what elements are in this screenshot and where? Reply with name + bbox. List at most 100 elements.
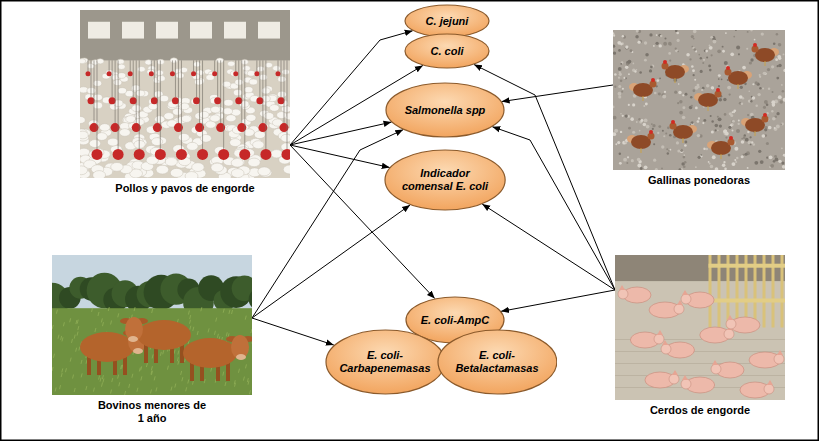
grass-blade [235, 383, 236, 387]
chicken [227, 61, 235, 66]
gravel-stone [633, 63, 635, 65]
grass-blade [111, 390, 112, 394]
pig-ear [657, 330, 663, 335]
gravel-stone [650, 66, 653, 69]
red-feeder [256, 97, 263, 104]
gravel-stone [752, 96, 755, 99]
grass-blade [61, 373, 62, 377]
gravel-stone [640, 119, 643, 122]
red-feeder [155, 149, 166, 160]
chicken [249, 79, 257, 85]
gravel-stone [736, 157, 738, 159]
gravel-stone [778, 95, 782, 99]
chicken [244, 87, 253, 93]
gravel-stone [754, 39, 756, 41]
ellipse-outline [405, 34, 489, 68]
gravel-stone [644, 59, 647, 62]
grass-blade [78, 326, 79, 330]
arrow-connector [252, 318, 334, 345]
gravel-stone [774, 127, 776, 129]
gravel-stone [677, 102, 679, 104]
gravel-stone [624, 77, 626, 79]
gravel-stone [626, 162, 628, 164]
ellipse-label-wrap: E. coli-Betalactamasas [447, 349, 547, 375]
gravel-stone [749, 136, 751, 138]
grass-blade [151, 370, 152, 374]
gravel-stone [778, 43, 781, 46]
gravel-stone [766, 142, 769, 145]
gravel-stone [697, 120, 700, 123]
gravel-stone [717, 49, 721, 53]
grass-blade [177, 357, 178, 361]
gravel-stone [620, 43, 623, 46]
gravel-stone [621, 42, 624, 45]
grass-blade [103, 379, 104, 383]
gravel-stone [781, 123, 784, 126]
organism-label: E. coli-Carbapenemasas [335, 349, 435, 375]
gravel-stone [709, 162, 711, 164]
gravel-stone [740, 86, 743, 89]
animal-photo-group: Pollos y pavos de engorde [80, 10, 290, 195]
gravel-stone [768, 87, 770, 89]
gravel-stone [649, 69, 652, 72]
chicken [96, 133, 107, 141]
pig-head [711, 364, 721, 374]
grass-blade [101, 318, 102, 322]
photo-illustration [80, 10, 290, 178]
gravel-stone [738, 119, 740, 121]
pig-head [661, 344, 671, 354]
gravel-stone [776, 77, 779, 80]
chicken [254, 131, 265, 139]
pig-head [618, 289, 628, 299]
feeder-wire [118, 60, 119, 149]
gravel-stone [725, 32, 727, 34]
gravel-stone [658, 125, 661, 128]
red-feeder [239, 149, 250, 160]
grass-blade [102, 322, 103, 326]
gravel-stone [727, 86, 731, 90]
gravel-stone [625, 66, 628, 69]
grass-blade [76, 320, 77, 324]
gravel-stone [767, 68, 770, 71]
grass-blade [58, 335, 59, 339]
gravel-stone [643, 123, 647, 127]
chicken [111, 162, 123, 171]
calf-muzzle [133, 348, 143, 354]
gravel-stone [613, 116, 616, 120]
gravel-stone [678, 83, 680, 85]
chicken [80, 59, 86, 64]
grass-blade [151, 366, 152, 370]
gravel-stone [683, 156, 686, 159]
gravel-stone [723, 98, 726, 101]
gravel-stone [659, 44, 662, 47]
red-feeder [149, 71, 154, 76]
red-feeder [107, 71, 112, 76]
gravel-stone [620, 113, 622, 115]
grass-blade [74, 388, 75, 392]
chicken [180, 67, 188, 72]
gravel-stone [618, 92, 622, 96]
gravel-stone [619, 162, 622, 165]
gravel-stone [769, 155, 773, 159]
grass-blade [73, 375, 74, 379]
feeder-wire [196, 60, 197, 97]
grass-blade [154, 376, 155, 380]
feeder-wire [284, 60, 285, 123]
chicken [283, 165, 290, 174]
chicken [192, 163, 204, 172]
red-feeder [278, 97, 285, 104]
gravel-stone [782, 90, 784, 92]
gravel-stone [710, 115, 712, 117]
chicken [211, 163, 224, 172]
ellipse-outline [438, 330, 557, 394]
grass-blade [93, 388, 94, 392]
pig-head [674, 304, 684, 314]
chicken [258, 167, 271, 176]
feeder-wire [136, 60, 137, 123]
gravel-stone [736, 129, 740, 133]
grass-blade [208, 328, 209, 332]
gravel-stone [665, 133, 667, 135]
chicken [230, 71, 238, 77]
gravel-stone [618, 77, 620, 79]
gravel-stone [691, 121, 694, 124]
